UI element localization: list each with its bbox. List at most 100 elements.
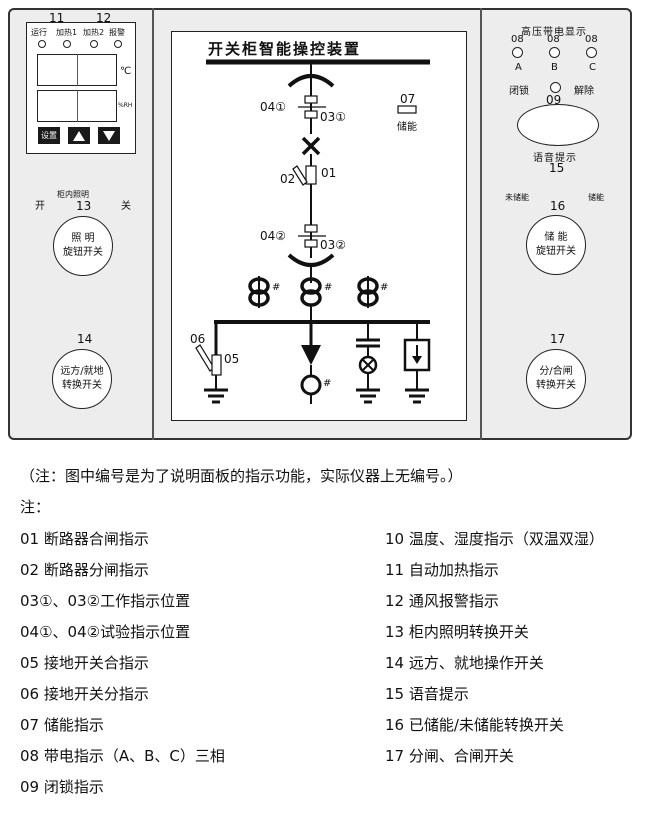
label-15: 15: [549, 161, 565, 175]
indicator-04-1: [304, 95, 318, 104]
indicator-06-earth-open: [195, 344, 215, 372]
device-title: 开关柜智能操控装置: [208, 40, 362, 58]
light-off-label: 关: [121, 201, 131, 212]
note-item: 08 带电指示（A、B、C）三相: [20, 747, 225, 765]
note-item: 01 断路器合闸指示: [20, 530, 149, 548]
voice-speaker: [517, 104, 599, 146]
label-13: 13: [76, 199, 92, 213]
ground-symbol-1: [204, 388, 228, 404]
note-item: 16 已储能/未储能转换开关: [385, 716, 564, 734]
note-item: 12 通风报警指示: [385, 592, 499, 610]
indicator-02-open: [292, 165, 308, 186]
label-17: 17: [550, 332, 566, 346]
indicator-07-storage: [397, 105, 417, 114]
led-alarm: [114, 40, 122, 48]
led-heat1: [63, 40, 71, 48]
led-lock: [550, 82, 561, 93]
set-button[interactable]: 设置: [38, 127, 60, 144]
note-item: 03①、03②工作指示位置: [20, 592, 191, 610]
note-item: 13 柜内照明转换开关: [385, 623, 529, 641]
phase-a-label: A: [515, 62, 522, 73]
indicator-alarm-label: 报警: [109, 28, 125, 37]
panel-divider-left: [152, 8, 154, 440]
note-item: 07 储能指示: [20, 716, 104, 734]
note-item: 11 自动加热指示: [385, 561, 499, 579]
not-stored-label: 未储能: [505, 193, 529, 202]
lighting-knob[interactable]: 照 明 旋钮开关: [53, 216, 113, 276]
up-button[interactable]: [68, 127, 90, 144]
note-item: 15 语音提示: [385, 685, 469, 703]
notes-disclaimer: （注：图中编号是为了说明面板的指示功能，实际仪器上无编号。）: [20, 467, 463, 485]
note-item: 09 闭锁指示: [20, 778, 104, 796]
led-run: [38, 40, 46, 48]
note-item: 10 温度、湿度指示（双温双湿）: [385, 530, 604, 548]
cable-hash: #: [323, 378, 332, 389]
hv-display-title: 高压带电显示: [521, 27, 587, 38]
arrow-down-icon: [103, 130, 115, 141]
indicator-03-1: [304, 110, 318, 119]
indicator-heat1-label: 加热1: [56, 28, 78, 37]
indicator-run-label: 运行: [31, 28, 47, 37]
remote-local-knob[interactable]: 远方/就地 转换开关: [52, 349, 112, 409]
label-02: 02: [280, 172, 296, 186]
storage-knob-line2: 旋钮开关: [536, 246, 576, 257]
phase-c-label: C: [589, 62, 596, 73]
phase-b-label: B: [551, 62, 558, 73]
arrow-up-icon: [73, 130, 85, 141]
indicator-05-earth-closed: [211, 354, 222, 376]
cable-terminal: [300, 374, 322, 396]
label-14: 14: [77, 332, 93, 346]
note-item: 05 接地开关合指示: [20, 654, 149, 672]
notes-heading: 注：: [20, 498, 51, 516]
temperature-screen-split: [77, 54, 78, 86]
ct-hash-2: #: [324, 282, 333, 293]
label-11: 11: [49, 11, 65, 25]
label-06: 06: [190, 332, 206, 346]
indicator-heat2-label: 加热2: [83, 28, 105, 37]
lighting-knob-line2: 旋钮开关: [63, 247, 103, 258]
unit-celsius: ℃: [120, 66, 132, 77]
note-item: 02 断路器分闸指示: [20, 561, 149, 579]
unit-humidity: %RH: [118, 102, 133, 109]
led-phase-a: [512, 47, 523, 58]
ground-symbol-2: [356, 388, 380, 404]
stored-label: 储能: [588, 193, 604, 202]
label-05: 05: [224, 352, 240, 366]
voice-label: 语音提示: [533, 153, 577, 164]
indicator-04-2: [304, 224, 318, 233]
lighting-knob-line1: 照 明: [71, 233, 95, 244]
note-item: 14 远方、就地操作开关: [385, 654, 544, 672]
label-01: 01: [321, 166, 337, 180]
label-03-1: 03①: [320, 110, 347, 124]
unlock-label: 解除: [574, 86, 594, 97]
note-item: 06 接地开关分指示: [20, 685, 149, 703]
panel-divider-right: [480, 8, 482, 440]
note-item: 04①、04②试验指示位置: [20, 623, 191, 641]
led-heat2: [90, 40, 98, 48]
remote-local-knob-line1: 远方/就地: [60, 366, 104, 377]
indicator-01-closed: [305, 165, 317, 185]
label-03-2: 03②: [320, 238, 347, 252]
label-07: 07: [400, 92, 416, 106]
label-04-1: 04①: [260, 100, 287, 114]
remote-local-knob-line2: 转换开关: [62, 380, 102, 391]
label-12: 12: [96, 11, 112, 25]
ct-hash-3: #: [380, 282, 389, 293]
label-04-2: 04②: [260, 229, 287, 243]
down-button[interactable]: [98, 127, 120, 144]
humidity-screen-split: [77, 90, 78, 122]
label-storage: 储能: [397, 122, 417, 133]
cabinet-light-label: 柜内照明: [57, 190, 89, 199]
storage-knob[interactable]: 储 能 旋钮开关: [526, 215, 586, 275]
label-08-b: 08: [547, 34, 560, 45]
light-on-label: 开: [35, 201, 45, 212]
outgoing-arrow: [301, 345, 321, 365]
indicator-03-2: [304, 239, 318, 248]
storage-knob-line1: 储 能: [544, 232, 568, 243]
led-phase-c: [586, 47, 597, 58]
open-close-knob[interactable]: 分/合闸 转换开关: [526, 349, 586, 409]
ct-hash-1: #: [272, 282, 281, 293]
single-line-diagram: [195, 59, 431, 404]
note-item: 17 分闸、合闸开关: [385, 747, 514, 765]
lock-label: 闭锁: [509, 86, 529, 97]
